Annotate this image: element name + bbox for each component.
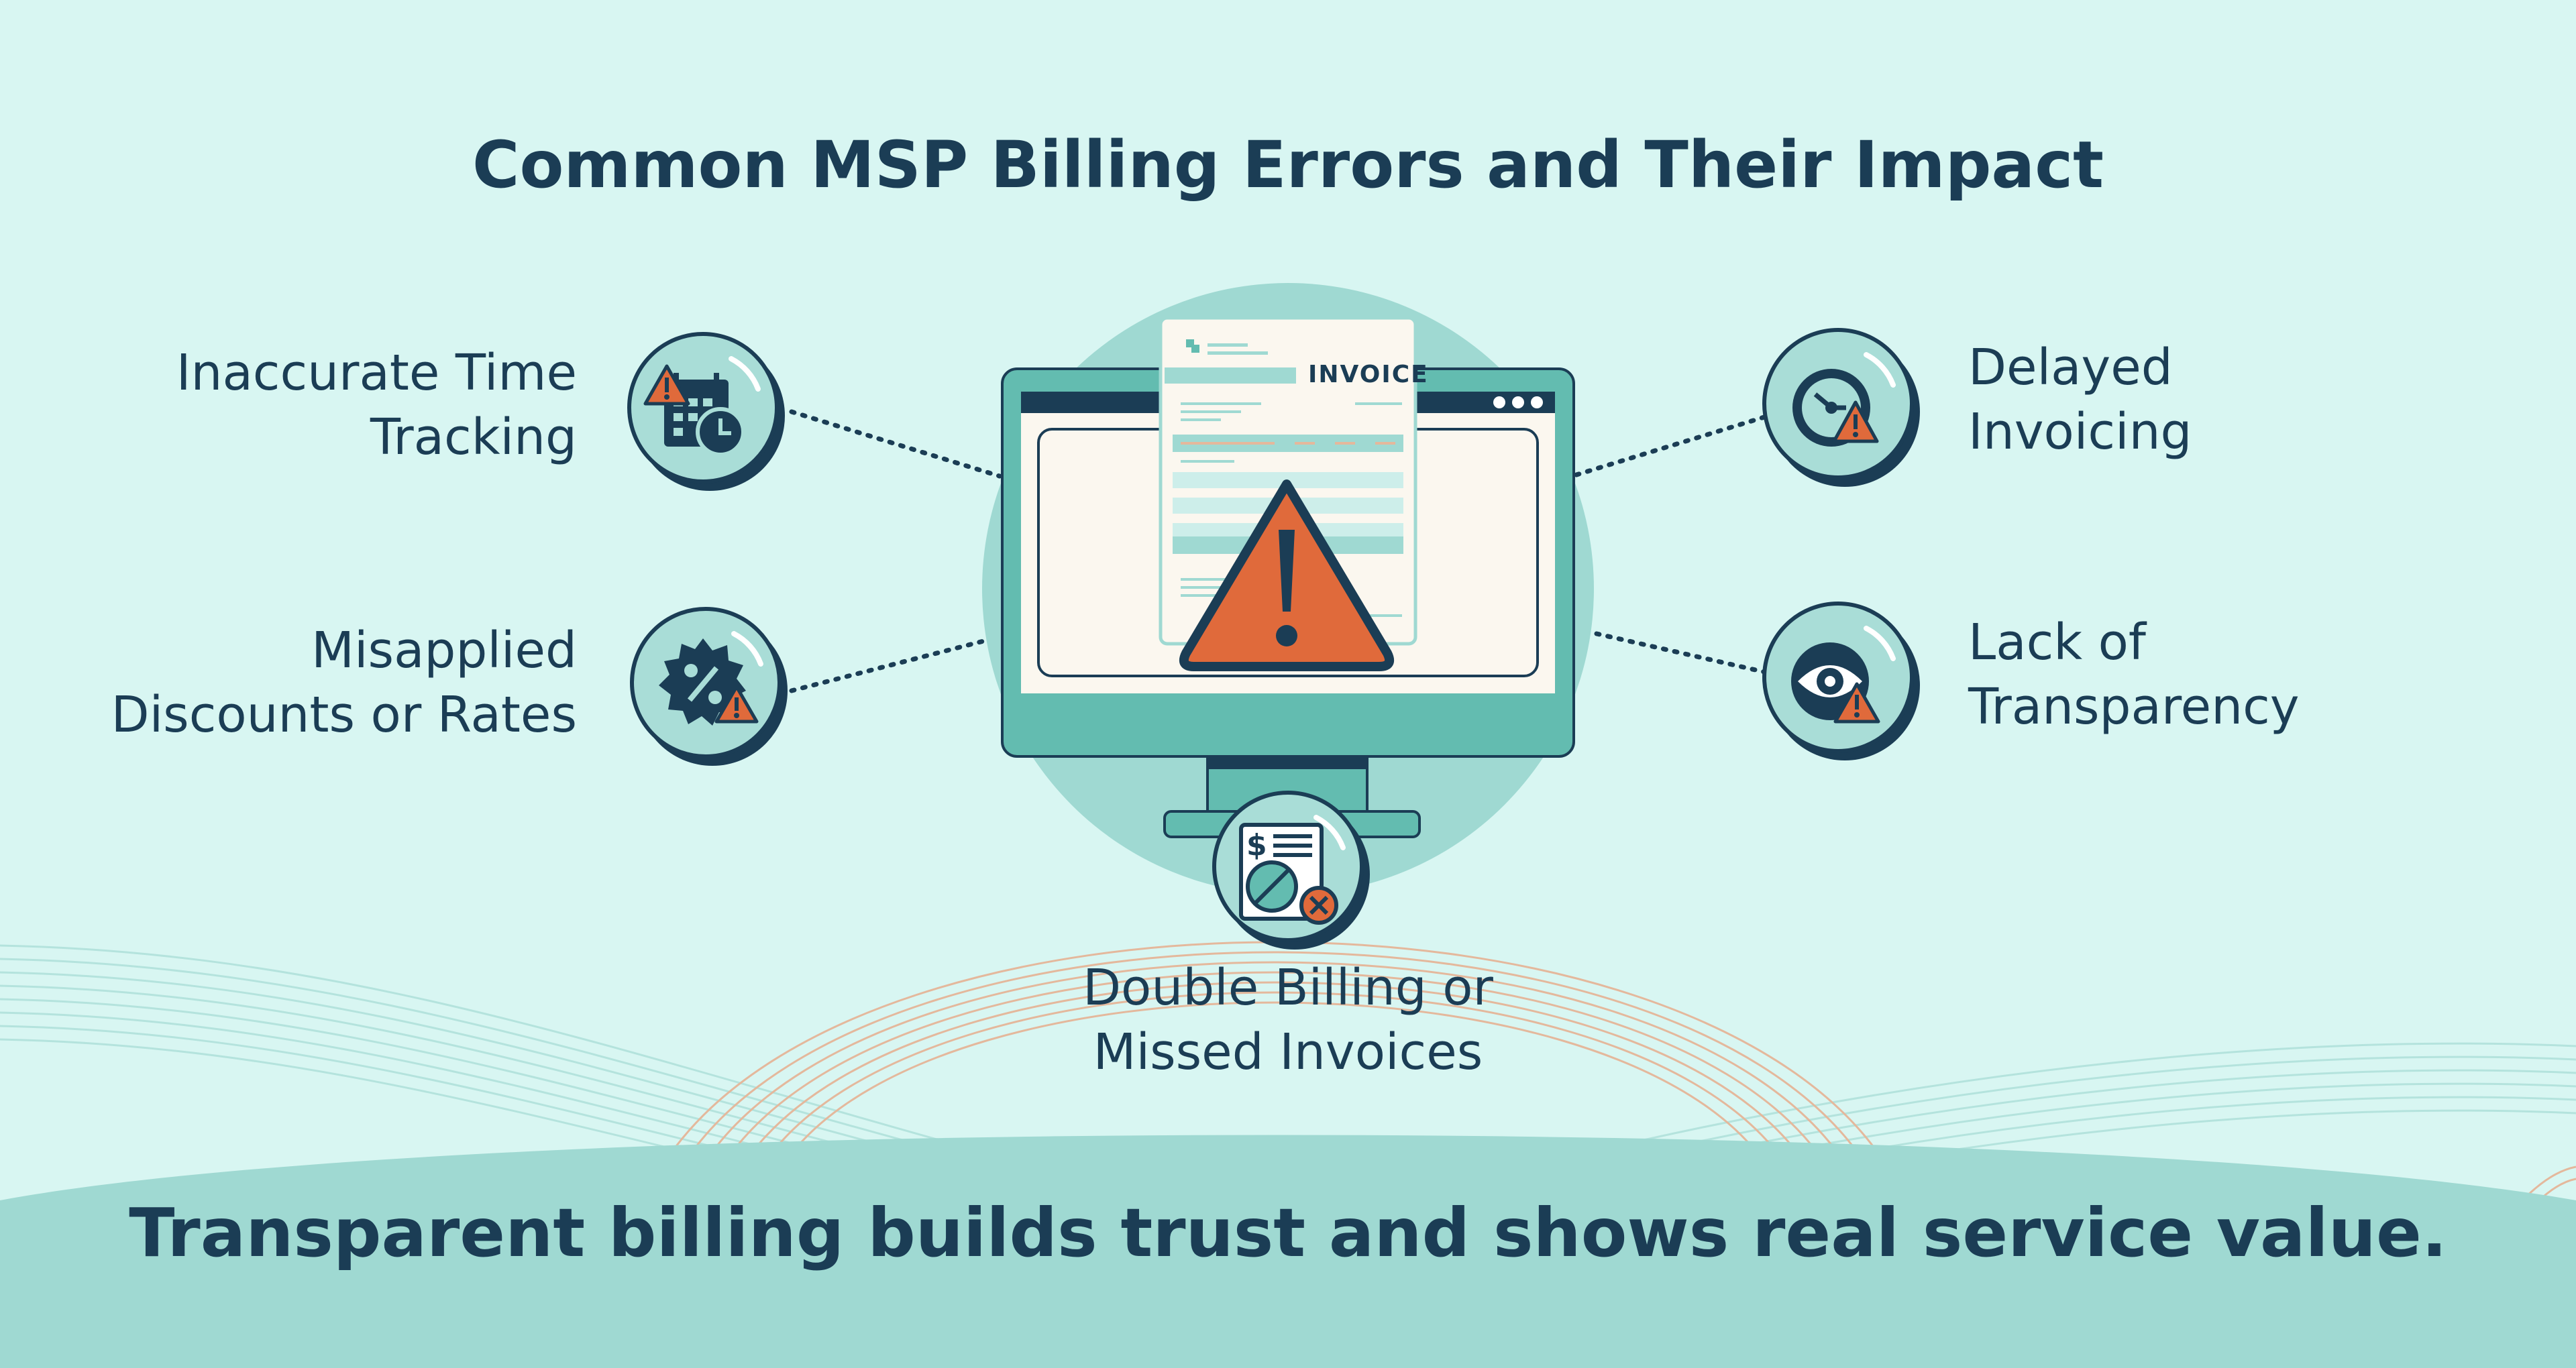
label-lack-of-transparency: Lack of Transparency	[1968, 610, 2300, 739]
label-line: Inaccurate Time	[176, 344, 577, 402]
bottom-band	[0, 1135, 2576, 1368]
label-line: Lack of	[1968, 614, 2146, 671]
warning-triangle-icon	[1179, 479, 1394, 671]
svg-text:$: $	[1246, 828, 1267, 862]
label-inaccurate-time-tracking: Inaccurate Time Tracking	[176, 341, 577, 469]
page-title: Common MSP Billing Errors and Their Impa…	[472, 127, 2104, 203]
eye-warning-icon	[1762, 602, 1920, 760]
connector-lines	[789, 409, 1767, 693]
label-line: Misapplied	[311, 622, 577, 679]
calendar-clock-warning-icon	[627, 332, 785, 491]
invoice-heading: INVOICE	[1308, 361, 1429, 388]
label-misapplied-discounts: Misapplied Discounts or Rates	[111, 618, 577, 747]
percent-badge-warning-icon	[630, 607, 788, 766]
tagline: Transparent billing builds trust and sho…	[129, 1194, 2447, 1272]
label-line: Missed Invoices	[1093, 1023, 1483, 1081]
label-delayed-invoicing: Delayed Invoicing	[1968, 335, 2192, 464]
clock-warning-icon	[1762, 328, 1920, 487]
label-line: Discounts or Rates	[111, 686, 577, 744]
label-line: Transparency	[1968, 678, 2300, 736]
label-line: Double Billing or	[1083, 959, 1493, 1017]
label-line: Invoicing	[1968, 403, 2192, 461]
label-line: Tracking	[370, 408, 577, 466]
invoice-cancel-icon: $	[1212, 791, 1370, 950]
label-line: Delayed	[1968, 339, 2173, 396]
label-double-billing: Double Billing or Missed Invoices	[1020, 956, 1556, 1084]
